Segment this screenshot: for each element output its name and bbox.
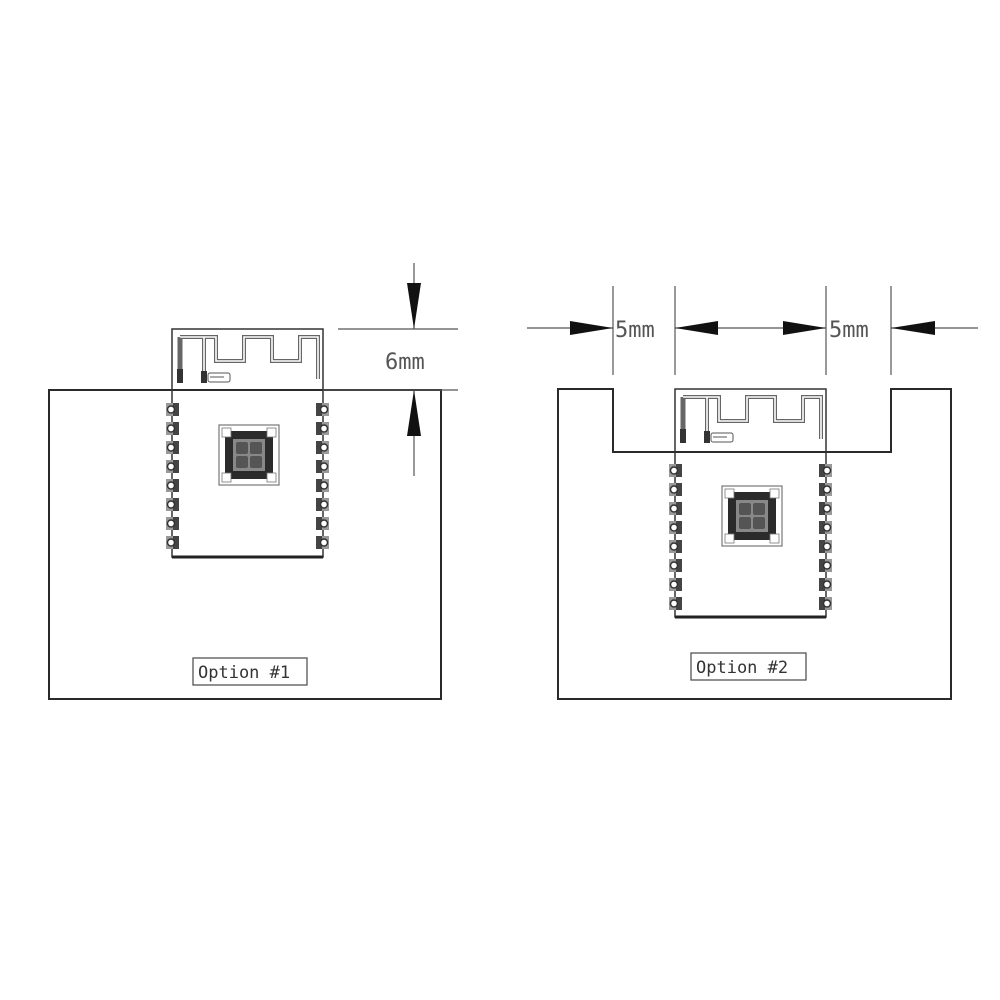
meander-antenna-icon — [680, 397, 821, 443]
dimension-label-5mm-right: 5mm — [829, 318, 869, 343]
dimension-label-5mm-left: 5mm — [615, 318, 655, 343]
dimension-label-6mm: 6mm — [385, 350, 425, 375]
option-1-diagram: 6mm Option #1 — [48, 263, 458, 700]
host-board-2 — [557, 388, 952, 700]
qfn-chip-icon — [721, 485, 783, 547]
dimension-5mm-pair: 5mm 5mm — [527, 286, 978, 375]
option-1-label-box: Option #1 — [192, 657, 308, 686]
option-2-label-box: Option #2 — [690, 652, 807, 681]
meander-antenna-icon — [177, 337, 318, 383]
option-2-diagram: 5mm 5mm Option #2 — [527, 286, 978, 700]
qfn-chip-icon — [218, 424, 280, 486]
option-2-label: Option #2 — [696, 658, 788, 678]
host-board-1 — [48, 389, 442, 700]
dimension-6mm: 6mm — [323, 263, 458, 476]
module-1 — [165, 328, 330, 559]
module-2 — [668, 388, 833, 619]
option-1-label: Option #1 — [198, 663, 290, 683]
